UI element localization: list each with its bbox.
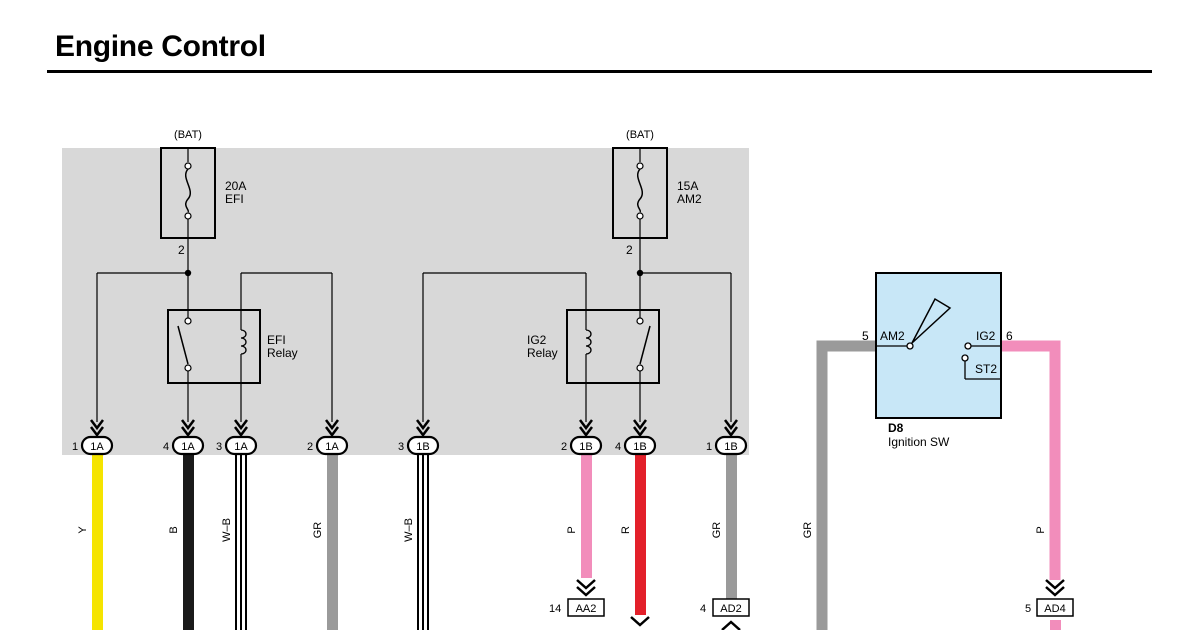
connector-arrows [90, 419, 738, 438]
wire-w-b [235, 453, 247, 630]
wire-code: GR [802, 522, 814, 539]
switch-id: D8 [888, 421, 904, 435]
fuse-am2 [612, 147, 668, 239]
wire-gr [726, 453, 737, 599]
fuse-rating: 15A [677, 179, 698, 193]
switch-name: Ignition SW [888, 435, 950, 449]
connector-label: 1A [181, 441, 195, 453]
fuse-pin: 2 [626, 243, 633, 257]
connector-label: 1A [234, 441, 248, 453]
wire-y [92, 453, 103, 630]
fuse-name: AM2 [677, 192, 702, 206]
wire-gr [816, 340, 876, 630]
wire-p-continuation [1050, 620, 1061, 630]
relay-label: Relay [527, 346, 558, 360]
wire-code: W–B [221, 518, 233, 542]
relay-name: IG2 [527, 333, 547, 347]
connector-pin: 5 [1025, 603, 1031, 615]
connector-1a [80, 435, 114, 456]
wires [92, 340, 1061, 630]
title-divider [47, 70, 1152, 73]
connector-label: 1B [579, 441, 592, 453]
connector-1b [714, 435, 748, 456]
wire-b [183, 453, 194, 630]
junction-dot [184, 269, 192, 277]
connector-1a [315, 435, 349, 456]
junction-dot [636, 269, 644, 277]
connector-label: 1A [325, 441, 339, 453]
fuse-name: EFI [225, 192, 244, 206]
wire-gr [327, 453, 338, 630]
wire-w-b [417, 453, 429, 630]
connector-pin: 1 [72, 441, 78, 453]
wire-code: GR [711, 522, 723, 539]
switch-pin: 5 [862, 329, 869, 343]
connector-aa2 [567, 598, 605, 617]
connector-pin: 4 [163, 441, 169, 453]
connector-pin: 14 [549, 603, 561, 615]
connector-label: AA2 [576, 603, 597, 615]
wire-code: W–B [403, 518, 415, 542]
wire-code: R [620, 526, 632, 534]
connector-1a [171, 435, 205, 456]
connector-pin: 1 [706, 441, 712, 453]
connector-pin: 2 [307, 441, 313, 453]
terminal-am2: AM2 [880, 329, 905, 343]
connector-pin: 3 [398, 441, 404, 453]
ignition-switch [875, 272, 1002, 419]
wire-p [581, 453, 592, 578]
ig2-relay [566, 309, 660, 384]
wire-code: B [168, 526, 180, 533]
connector-ad4 [1036, 598, 1074, 617]
connector-1a [224, 435, 258, 456]
internal-wiring-right [422, 238, 732, 422]
power-label-bat-1: (BAT) [174, 129, 202, 141]
page-title: Engine Control [55, 30, 266, 63]
fuse-efi [160, 147, 216, 239]
connector-pin: 3 [216, 441, 222, 453]
fuse-pin: 2 [178, 243, 185, 257]
bottom-connector-arrows [576, 579, 1065, 630]
wire-p [1001, 340, 1061, 580]
efi-relay [167, 309, 261, 384]
wire-r [635, 453, 646, 615]
connector-label: AD2 [720, 603, 741, 615]
connector-1b [623, 435, 657, 456]
connector-label: 1B [633, 441, 646, 453]
relay-name: EFI [267, 333, 286, 347]
terminal-ig2: IG2 [976, 329, 996, 343]
wire-code: P [1035, 526, 1047, 533]
terminal-st2: ST2 [975, 362, 997, 376]
relay-label: Relay [267, 346, 298, 360]
connectors [80, 435, 748, 456]
switch-pin: 6 [1006, 329, 1013, 343]
connector-pin: 4 [615, 441, 621, 453]
wire-code: P [566, 526, 578, 533]
wire-code: GR [312, 522, 324, 539]
connector-1b [569, 435, 603, 456]
connector-pin: 4 [700, 603, 706, 615]
connector-label: AD4 [1044, 603, 1065, 615]
power-label-bat-2: (BAT) [626, 129, 654, 141]
internal-wiring-left [96, 238, 333, 422]
connector-label: 1B [724, 441, 737, 453]
connector-label: 1B [416, 441, 429, 453]
wire-code: Y [77, 526, 89, 534]
connector-1b [406, 435, 440, 456]
connector-pin: 2 [561, 441, 567, 453]
connector-label: 1A [90, 441, 104, 453]
connector-ad2 [712, 598, 750, 617]
fuse-rating: 20A [225, 179, 246, 193]
